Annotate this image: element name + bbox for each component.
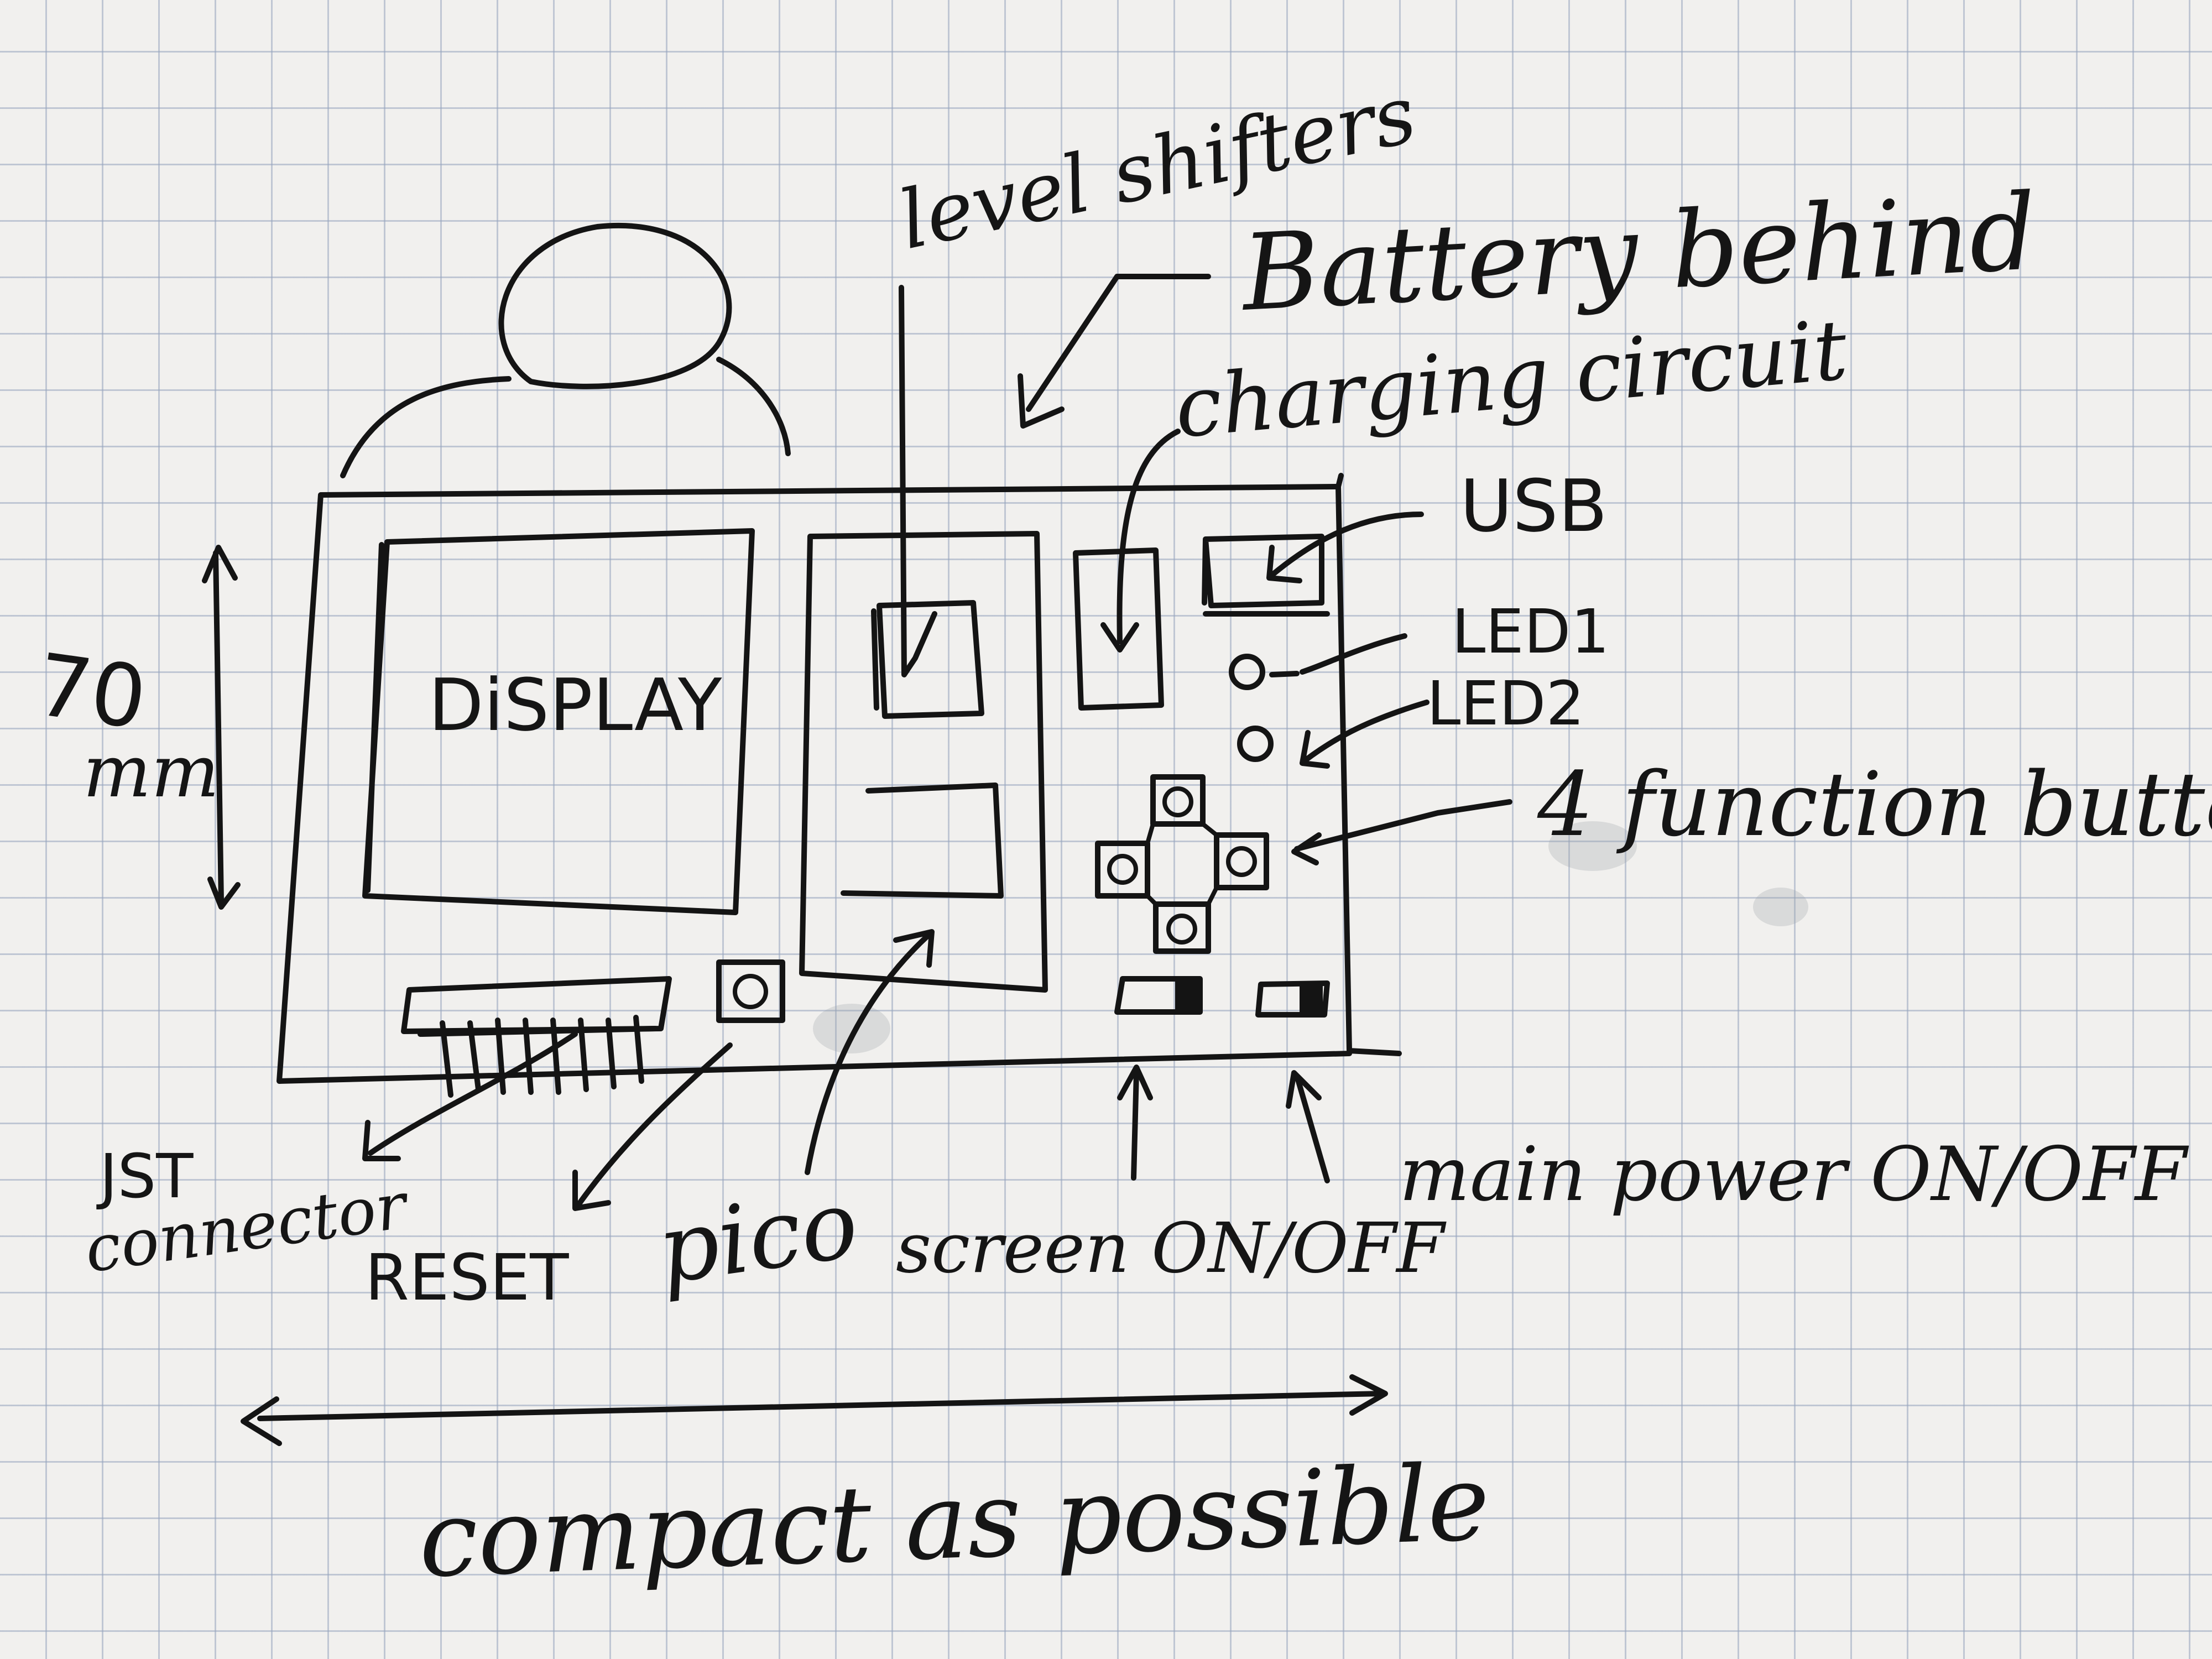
- jst-label-line1: JST: [96, 1141, 194, 1212]
- reset-label: RESET: [365, 1241, 569, 1315]
- pico-arrow: [805, 929, 935, 1175]
- height-arrow-shaft: [213, 550, 224, 904]
- screen-switch: [1114, 976, 1203, 1015]
- reset-button: [716, 959, 785, 1023]
- display-outline: [362, 528, 755, 915]
- screen-switch-arrow: [1117, 1065, 1153, 1181]
- charging-circuit-leader: [1100, 429, 1181, 653]
- screen-switch-label: screen ON/OFF: [896, 1208, 1447, 1288]
- lanyard-loop: [498, 223, 732, 389]
- led1-label: LED1: [1452, 596, 1609, 667]
- pico-board-outline: [799, 531, 1048, 993]
- function-button-up: [1150, 774, 1206, 827]
- led1-lead: [1269, 671, 1300, 677]
- led2-label: LED2: [1427, 668, 1584, 739]
- width-note-label: compact as possible: [417, 1442, 1491, 1601]
- height-arrow-head-bottom: [207, 877, 241, 910]
- function-button-down: [1153, 901, 1211, 954]
- usb-label: USB: [1460, 464, 1608, 548]
- main-power-arrow: [1286, 1070, 1330, 1183]
- ink-smudge: [813, 1004, 890, 1053]
- main-power-switch: [1255, 980, 1330, 1018]
- ink-smudge: [1548, 821, 1637, 871]
- level-shifter-chip: [871, 600, 984, 719]
- height-arrow-head-top: [202, 545, 238, 583]
- led2-arrow: [1300, 700, 1430, 769]
- lanyard-strap-left: [340, 376, 512, 478]
- usb-port: [1202, 534, 1330, 617]
- reset-arrow: [572, 1042, 733, 1211]
- jst-arrow: [362, 1031, 578, 1161]
- level-shifters-leader: [899, 285, 937, 677]
- battery-behind-arrow: [1018, 274, 1211, 429]
- display-label: DiSPLAY: [429, 663, 722, 747]
- led2: [1237, 726, 1274, 762]
- function-button-right: [1214, 832, 1269, 890]
- height-unit-label: mm: [83, 729, 220, 813]
- jst-connector: [401, 976, 672, 1098]
- lanyard-strap-right: [716, 357, 791, 456]
- function-buttons-label: 4 function buttons: [1537, 753, 2212, 856]
- device-outline: [276, 473, 1402, 1084]
- charging-circuit-board: [1073, 547, 1164, 711]
- led1-leader: [1300, 633, 1407, 675]
- led1: [1229, 654, 1265, 690]
- usb-arrow: [1266, 512, 1424, 583]
- battery-behind-label: Battery behind: [1238, 171, 2039, 335]
- main-power-label: main power ON/OFF: [1399, 1131, 2189, 1218]
- pico-label: pico: [651, 1169, 864, 1305]
- button-cross-outline: [1145, 822, 1219, 906]
- ink-smudge: [1753, 888, 1808, 926]
- pico-chip: [841, 782, 1004, 899]
- function-buttons-arrow: [1291, 799, 1512, 865]
- function-button-left: [1095, 841, 1150, 899]
- height-value-label: 70: [30, 634, 153, 749]
- width-arrow: [241, 1374, 1388, 1446]
